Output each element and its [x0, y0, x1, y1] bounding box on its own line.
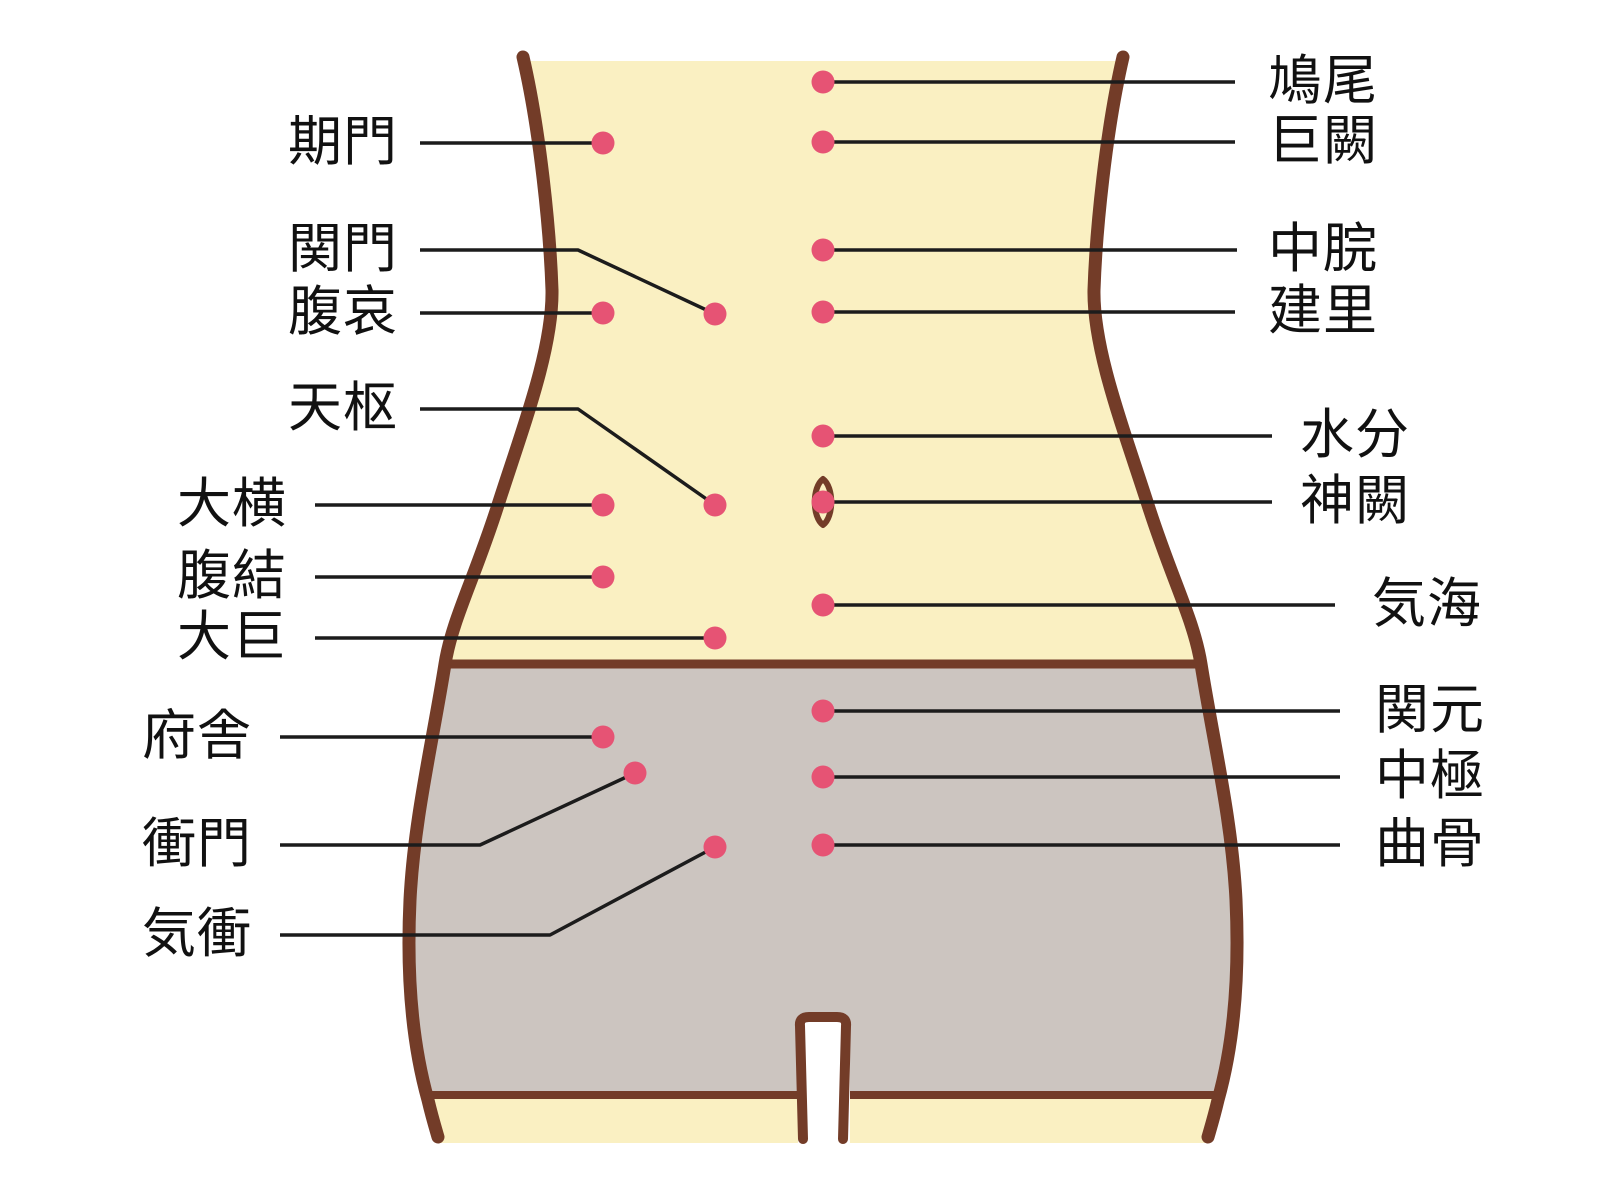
- point-label-fusha: 府舎: [142, 703, 252, 767]
- acupoint-dot-kimon: [591, 131, 615, 155]
- acupoint-dot-fukuai: [591, 301, 615, 325]
- point-label-chukyoku: 中極: [1375, 743, 1485, 807]
- point-label-daiko: 大巨: [177, 604, 287, 668]
- acupoint-dot-chukan: [811, 238, 835, 262]
- point-label-kisho: 気衝: [142, 901, 252, 965]
- point-label-shomon: 衝門: [142, 811, 252, 875]
- acupoint-dot-kikai: [811, 593, 835, 617]
- acupoint-dot-fukketsu: [591, 565, 615, 589]
- acupoint-dots: [591, 70, 835, 859]
- point-label-kyubi: 鳩尾: [1268, 48, 1378, 112]
- point-label-kyoketsu: 巨闕: [1268, 108, 1378, 172]
- acupoint-dot-kyoketsu: [811, 130, 835, 154]
- point-label-suibun: 水分: [1300, 402, 1410, 466]
- acupoint-dot-suibun: [811, 424, 835, 448]
- point-label-kangen: 関元: [1375, 677, 1485, 741]
- acupoint-dot-shomon: [623, 761, 647, 785]
- acupoint-dot-kyubi: [811, 70, 835, 94]
- acupoint-dot-kangen: [811, 699, 835, 723]
- acupoint-dot-chukyoku: [811, 765, 835, 789]
- crotch-gap: [798, 1014, 850, 1146]
- point-label-shinketsu: 神闕: [1300, 468, 1410, 532]
- label-line-kanmon: [420, 248, 716, 316]
- point-label-fukuai: 腹哀: [288, 279, 398, 343]
- point-label-chukan: 中脘: [1268, 216, 1378, 280]
- point-label-kikai: 気海: [1372, 571, 1482, 635]
- acupoint-dot-kenri: [811, 300, 835, 324]
- point-label-daio: 大横: [177, 471, 287, 535]
- body-outline-left: [402, 50, 559, 1144]
- crotch-outline: [794, 1012, 852, 1144]
- point-label-kimon: 期門: [288, 109, 398, 173]
- label-line-shomon: [280, 771, 636, 847]
- acupoint-dot-kanmon: [703, 302, 727, 326]
- point-label-kenri: 建里: [1268, 278, 1378, 342]
- label-lines: [280, 80, 1340, 937]
- label-line-kisho: [280, 845, 716, 937]
- acupoint-dot-kisho: [703, 835, 727, 859]
- acupoint-dot-daio: [591, 493, 615, 517]
- acupoint-dot-shinketsu: [811, 490, 835, 514]
- point-label-fukketsu: 腹結: [177, 543, 287, 607]
- point-label-kanmon: 関門: [288, 216, 398, 280]
- acupoint-dot-daiko: [703, 626, 727, 650]
- label-line-tensu: [420, 407, 717, 507]
- point-label-tensu: 天枢: [288, 375, 398, 439]
- point-label-kyokukotsu: 曲骨: [1375, 811, 1485, 875]
- acupoint-dot-fusha: [591, 725, 615, 749]
- acupoint-dot-tensu: [703, 493, 727, 517]
- body-outline-right: [1087, 50, 1244, 1144]
- acupoint-dot-kyokukotsu: [811, 833, 835, 857]
